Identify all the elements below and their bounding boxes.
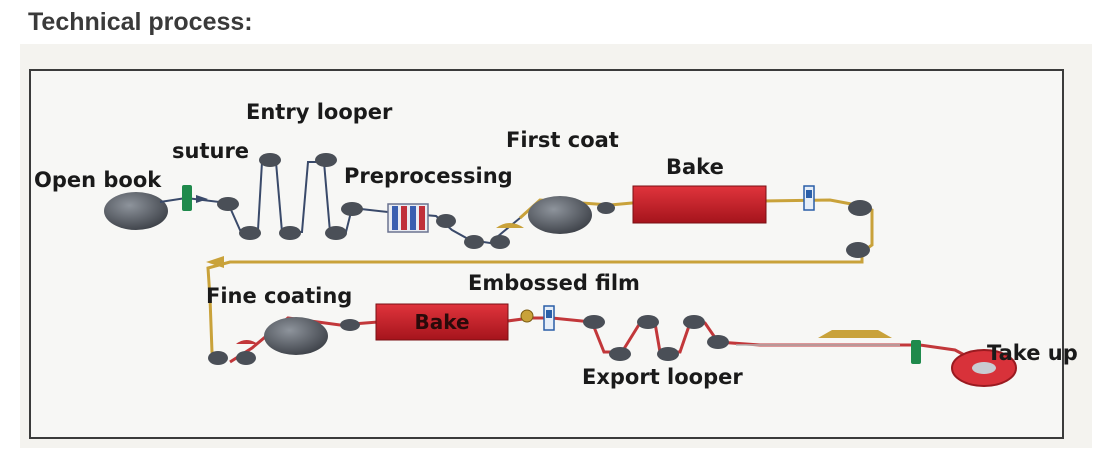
label-fine-coating: Fine coating (206, 284, 353, 308)
looper-roller (315, 153, 337, 167)
page-title: Technical process: (28, 8, 253, 36)
suture-arrow-icon (196, 195, 208, 203)
looper-roller (325, 226, 347, 240)
looper-roller (259, 153, 281, 167)
export-looper-roller (583, 315, 605, 329)
export-looper-roller (657, 347, 679, 361)
bake-oven-bottom (375, 303, 509, 341)
export-looper-roller (683, 315, 705, 329)
export-looper-roller (707, 335, 729, 349)
label-embossed-film: Embossed film (468, 271, 640, 295)
label-entry-looper: Entry looper (246, 100, 393, 124)
process-roller (490, 235, 510, 249)
coating-pan-fine (236, 340, 258, 344)
looper-roller (217, 197, 239, 211)
web-turn-marker (206, 256, 224, 268)
looper-roller (239, 226, 261, 240)
process-roller (464, 235, 484, 249)
embossing-roller (520, 309, 534, 323)
process-roller (436, 214, 456, 228)
inspection-table (818, 330, 892, 338)
turn-roller (848, 200, 872, 216)
first-coat-roller (528, 196, 592, 234)
label-export-looper: Export looper (582, 365, 743, 389)
unwind-web (159, 197, 187, 203)
looper-roller (279, 226, 301, 240)
coat-roller-small (597, 202, 615, 214)
suture-stitcher (182, 185, 192, 211)
diagram-frame (29, 69, 1064, 439)
export-looper-roller (637, 315, 659, 329)
label-suture: suture (172, 139, 250, 163)
label-first-coat: First coat (506, 128, 619, 152)
take-up-reel-hub (972, 362, 996, 374)
label-preprocessing: Preprocessing (344, 164, 513, 188)
bake-oven-top (632, 185, 767, 224)
fine-coating-roller-small (208, 351, 228, 365)
label-bake-top: Bake (666, 155, 724, 179)
label-bake-bottom: Bake (414, 310, 470, 334)
coat-roller-small (340, 319, 360, 331)
label-open-book: Open book (34, 168, 162, 192)
unwind-roll (104, 192, 168, 230)
looper-roller (341, 202, 363, 216)
export-looper-roller (609, 347, 631, 361)
label-take-up: Take up (987, 341, 1078, 365)
preprocessing-unit (387, 203, 429, 233)
take-up-stitcher (911, 340, 921, 364)
web-upper-path (206, 198, 874, 364)
coating-pan-first (496, 223, 524, 228)
fine-coating-roller-small (236, 351, 256, 365)
turn-roller (846, 242, 870, 258)
fine-coating-roller (264, 317, 328, 355)
